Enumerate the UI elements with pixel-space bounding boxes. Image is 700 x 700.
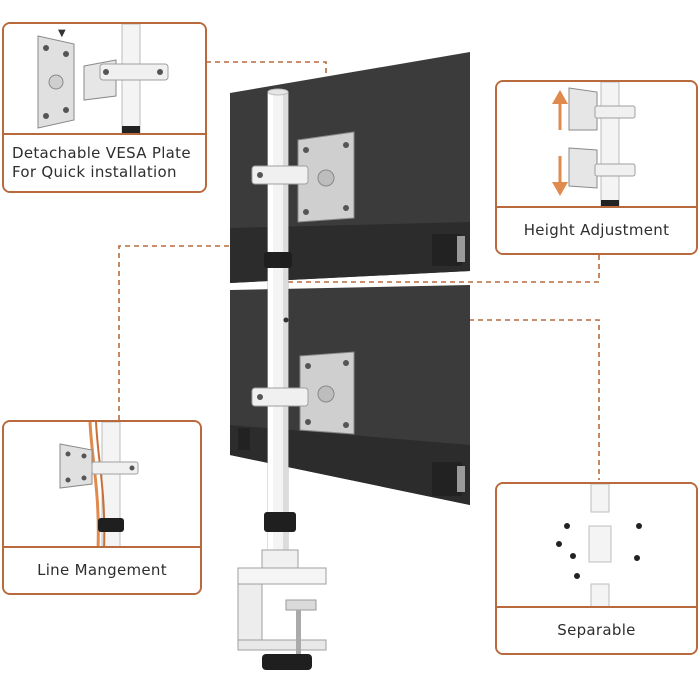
pole-parts-icon: [556, 484, 642, 610]
callout-height-adjustment: Height Adjustment: [495, 80, 698, 255]
cable-clip-icon: [59, 422, 139, 550]
pole: [251, 88, 309, 553]
leader-line: [118, 245, 280, 420]
desk-clamp: [237, 549, 327, 670]
vesa-label-line1: Detachable VESA Plate: [12, 144, 191, 162]
svg-text:▼: ▼: [58, 28, 66, 39]
vesa-plate-icon: ▼: [37, 24, 169, 137]
callout-line-management: Line Mangement: [2, 420, 202, 595]
leader-height: [285, 255, 600, 283]
height-arrows-icon: [552, 82, 636, 210]
callout-vesa-label: Detachable VESA Plate For Quick installa…: [4, 133, 205, 191]
callout-line-label: Line Mangement: [4, 546, 200, 593]
callout-separable-label: Separable: [497, 606, 696, 653]
callout-vesa-photo: ▼: [4, 24, 205, 137]
leader-vesa: [206, 61, 327, 165]
lower-monitor: [230, 285, 470, 505]
leader-lines: [118, 61, 600, 480]
callout-height-photo: [497, 82, 696, 210]
callout-separable-photo: [497, 484, 696, 610]
vesa-label-line2: For Quick installation: [12, 163, 177, 181]
callout-line-photo: [4, 422, 200, 550]
callout-height-label: Height Adjustment: [497, 206, 696, 253]
callout-separable: Separable: [495, 482, 698, 655]
callout-vesa-plate: ▼ Detachable VESA Plate For Quick instal…: [2, 22, 207, 193]
